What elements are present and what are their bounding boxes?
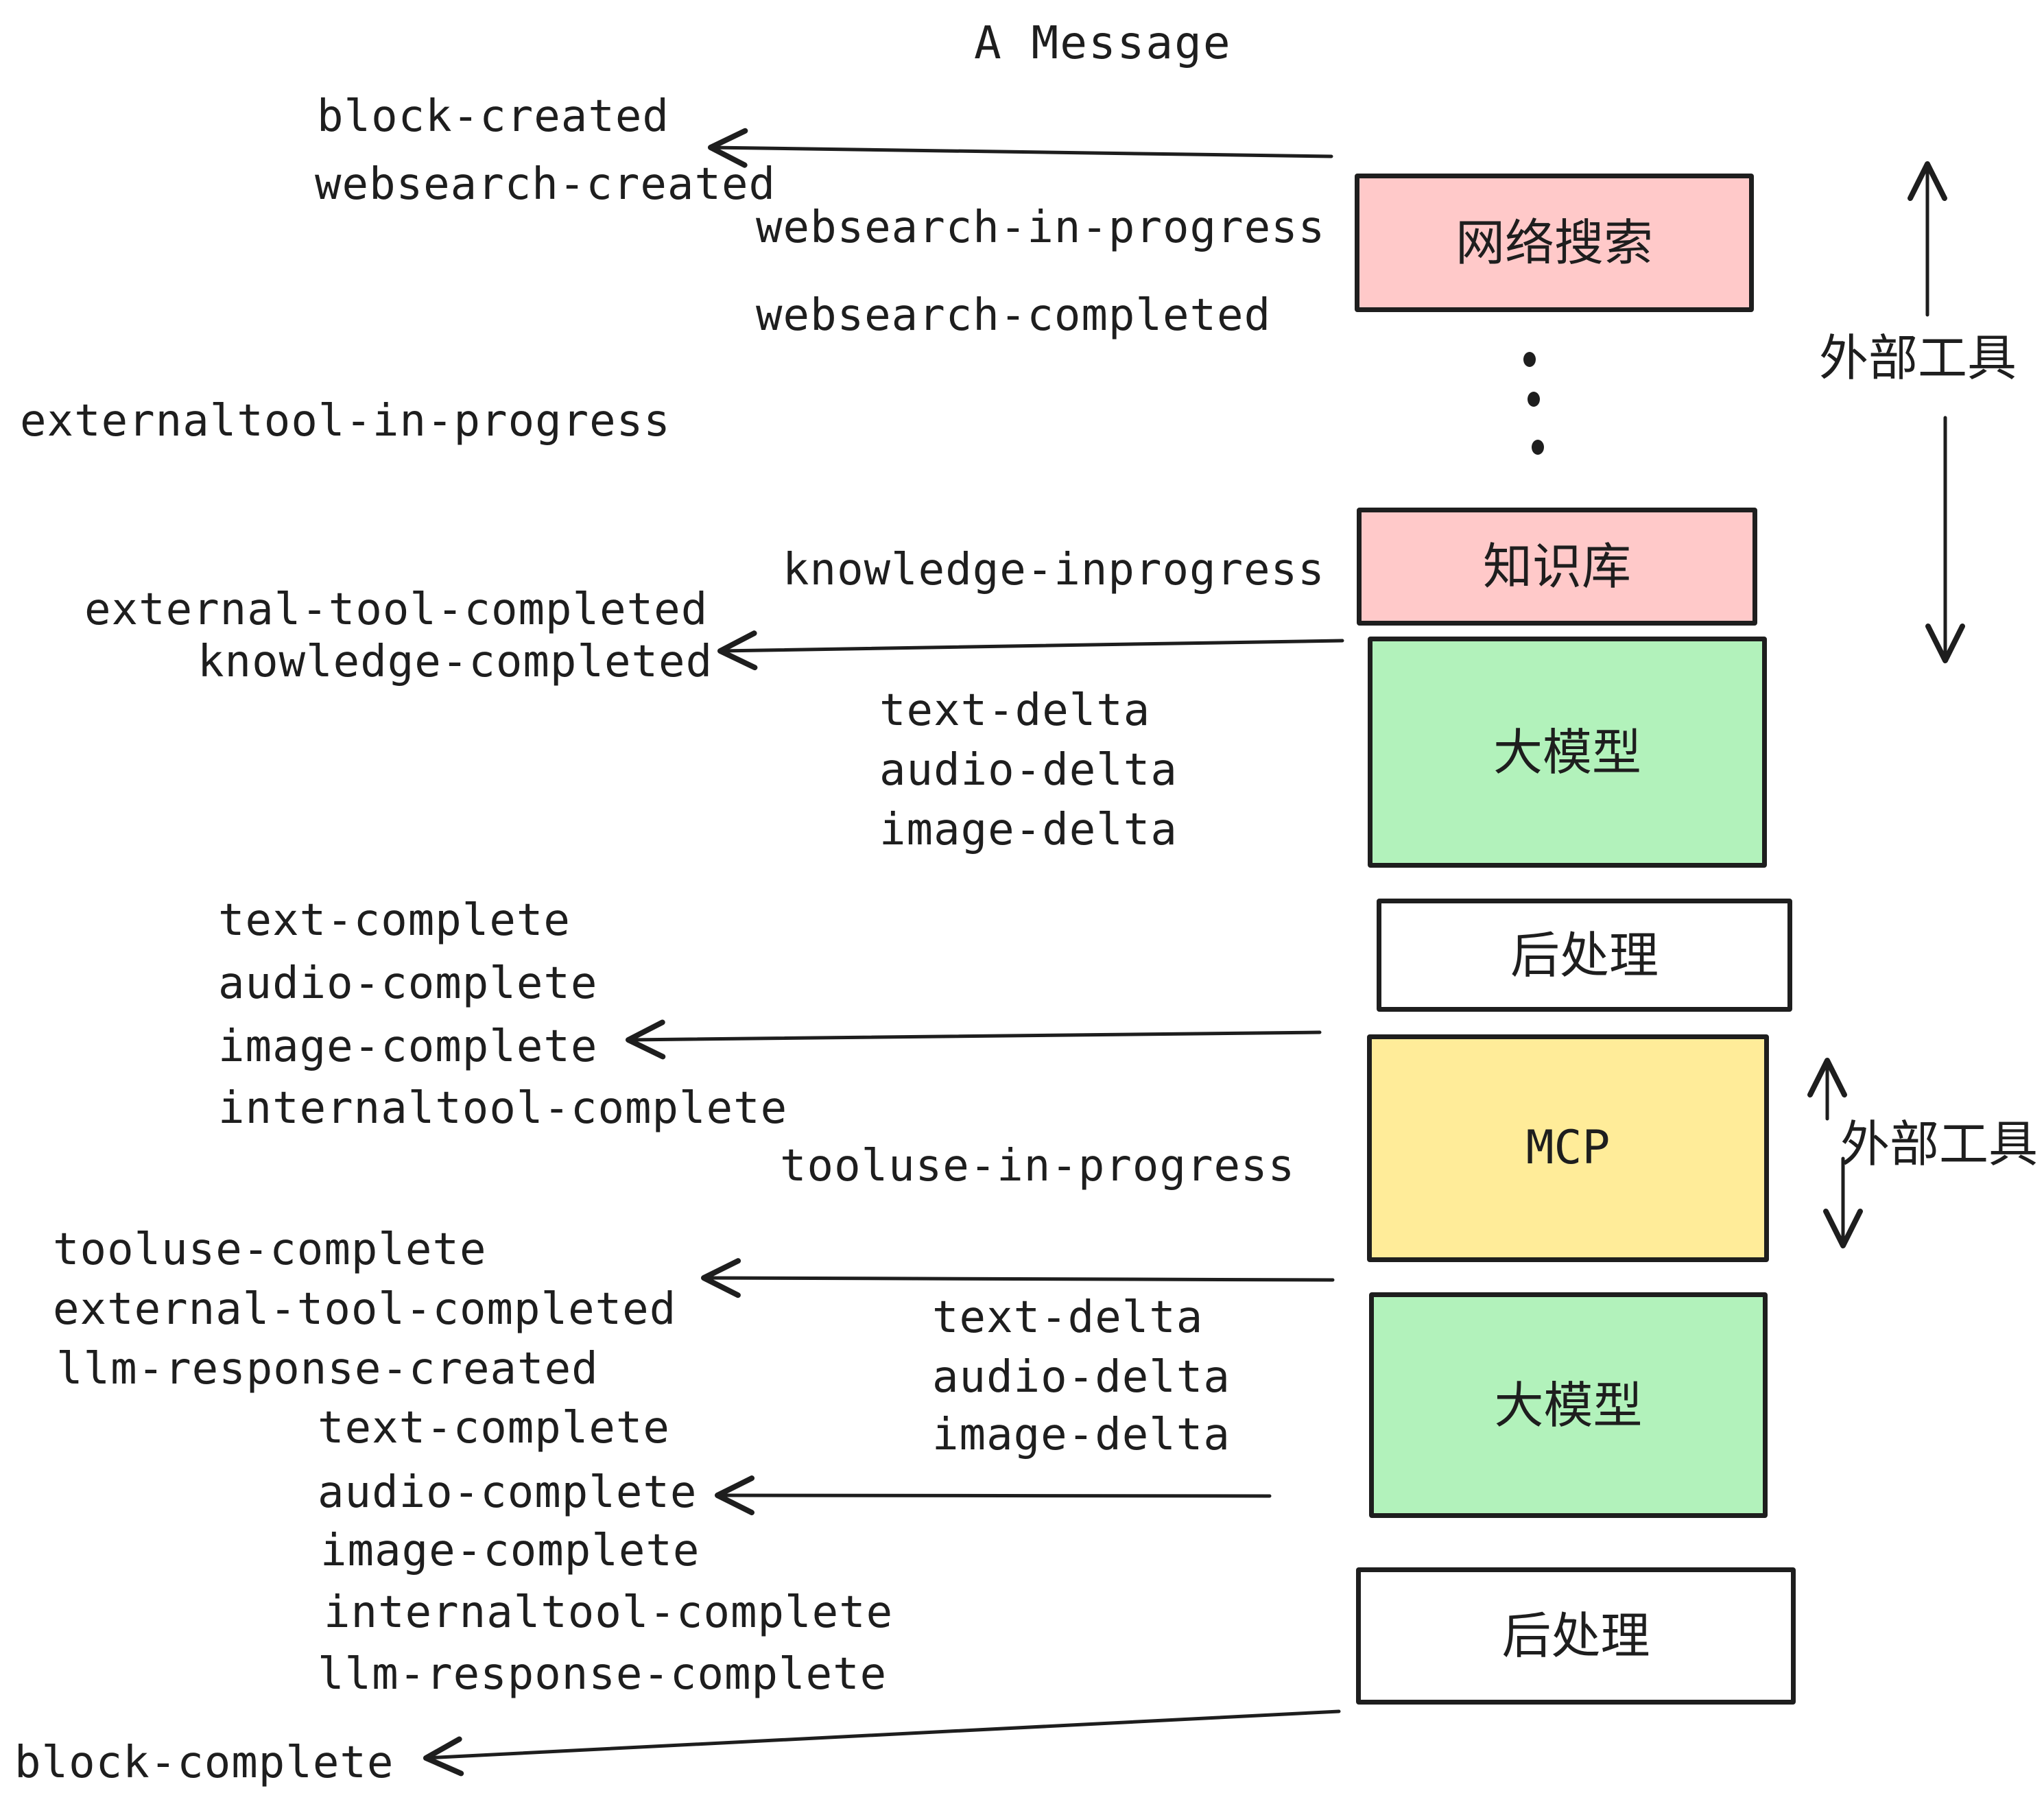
event-websearch-created: websearch-created (315, 159, 776, 210)
arrow-to-tooluse-complete (701, 1258, 1335, 1298)
llm-box-2: 大模型 (1369, 1292, 1768, 1518)
event-image-complete-2: image-complete (320, 1526, 700, 1576)
diagram-title: A Message (974, 16, 1232, 69)
event-image-complete: image-complete (218, 1021, 598, 1072)
knowledge-box-label: 知识库 (1482, 538, 1631, 595)
event-externaltool-in-progress: externaltool-in-progress (20, 396, 671, 447)
post-process-box-2-label: 后处理 (1501, 1607, 1650, 1665)
websearch-box-label: 网络搜索 (1455, 214, 1653, 272)
arrow-to-block-complete (423, 1709, 1341, 1777)
event-block-created: block-created (317, 91, 669, 142)
post-process-box-2: 后处理 (1356, 1567, 1796, 1705)
event-audio-delta-2: audio-delta (932, 1352, 1231, 1403)
event-text-complete-2: text-complete (318, 1403, 670, 1453)
event-audio-complete: audio-complete (218, 958, 598, 1009)
event-external-tool-completed-2: external-tool-completed (53, 1284, 677, 1335)
llm-box-1-label: 大模型 (1493, 723, 1641, 781)
event-external-tool-completed: external-tool-completed (84, 584, 709, 635)
event-websearch-in-progress: websearch-in-progress (756, 202, 1326, 253)
arrow-to-audio-complete (715, 1475, 1272, 1516)
ellipsis-dots (1523, 352, 1544, 455)
external-tools-label-1: 外部工具 (1819, 329, 2017, 387)
event-text-delta-2: text-delta (932, 1292, 1204, 1343)
event-block-complete: block-complete (14, 1737, 394, 1788)
event-audio-complete-2: audio-complete (318, 1467, 698, 1518)
mcp-box: MCP (1367, 1034, 1769, 1262)
event-llm-response-created: llm-response-created (56, 1344, 599, 1394)
knowledge-box: 知识库 (1357, 508, 1757, 626)
event-websearch-completed: websearch-completed (756, 290, 1272, 341)
post-process-box-1: 后处理 (1377, 899, 1792, 1012)
external-tools-label-2: 外部工具 (1840, 1115, 2039, 1173)
post-process-box-1-label: 后处理 (1510, 926, 1659, 984)
event-knowledge-inprogress: knowledge-inprogress (783, 545, 1325, 595)
llm-box-2-label: 大模型 (1494, 1376, 1643, 1434)
arrow-to-image-complete (626, 1019, 1322, 1060)
event-internaltool-complete-2: internaltool-complete (324, 1587, 894, 1638)
llm-box-1: 大模型 (1368, 637, 1767, 868)
event-tooluse-complete: tooluse-complete (53, 1224, 487, 1275)
websearch-box: 网络搜索 (1355, 174, 1754, 312)
event-image-delta-2: image-delta (932, 1410, 1231, 1460)
event-knowledge-completed: knowledge-completed (198, 637, 713, 687)
mcp-box-label: MCP (1525, 1121, 1611, 1175)
event-llm-response-complete: llm-response-complete (318, 1649, 888, 1700)
arrow-to-block-created (708, 128, 1333, 168)
event-tooluse-in-progress: tooluse-in-progress (780, 1141, 1296, 1191)
event-text-complete: text-complete (218, 895, 571, 946)
arrow-to-knowledge-completed (717, 630, 1344, 671)
event-audio-delta: audio-delta (879, 745, 1178, 796)
event-text-delta: text-delta (879, 685, 1151, 736)
event-image-delta: image-delta (879, 805, 1178, 855)
event-internaltool-complete: internaltool-complete (218, 1083, 788, 1134)
